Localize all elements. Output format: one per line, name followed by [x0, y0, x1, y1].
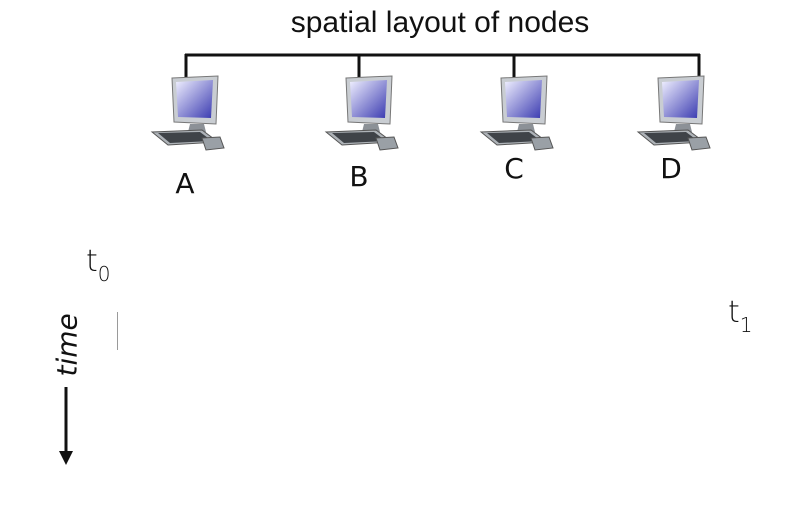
time-tick [117, 312, 118, 350]
t1-base: t [728, 295, 740, 330]
t0-sub: 0 [97, 262, 111, 286]
node-label-a: A [175, 167, 195, 200]
network-bus [184, 53, 701, 80]
node-label-c: C [504, 152, 524, 185]
node-b: B [314, 72, 404, 212]
time-label-t1: t1 [728, 295, 753, 337]
t1-sub: 1 [739, 313, 753, 337]
time-axis-label: time [50, 313, 84, 377]
desktop-computer-icon [150, 75, 225, 151]
node-d: D [626, 72, 716, 212]
desktop-computer-icon [324, 75, 399, 151]
time-label-t0: t0 [86, 244, 111, 286]
desktop-computer-icon [479, 75, 554, 151]
node-c: C [469, 72, 559, 212]
arrow-down-icon [59, 387, 73, 465]
t0-base: t [86, 244, 98, 279]
desktop-computer-icon [636, 75, 711, 151]
node-a: A [140, 72, 230, 212]
diagram-title: spatial layout of nodes [290, 6, 590, 39]
node-label-d: D [660, 152, 682, 185]
node-label-b: B [349, 160, 369, 193]
